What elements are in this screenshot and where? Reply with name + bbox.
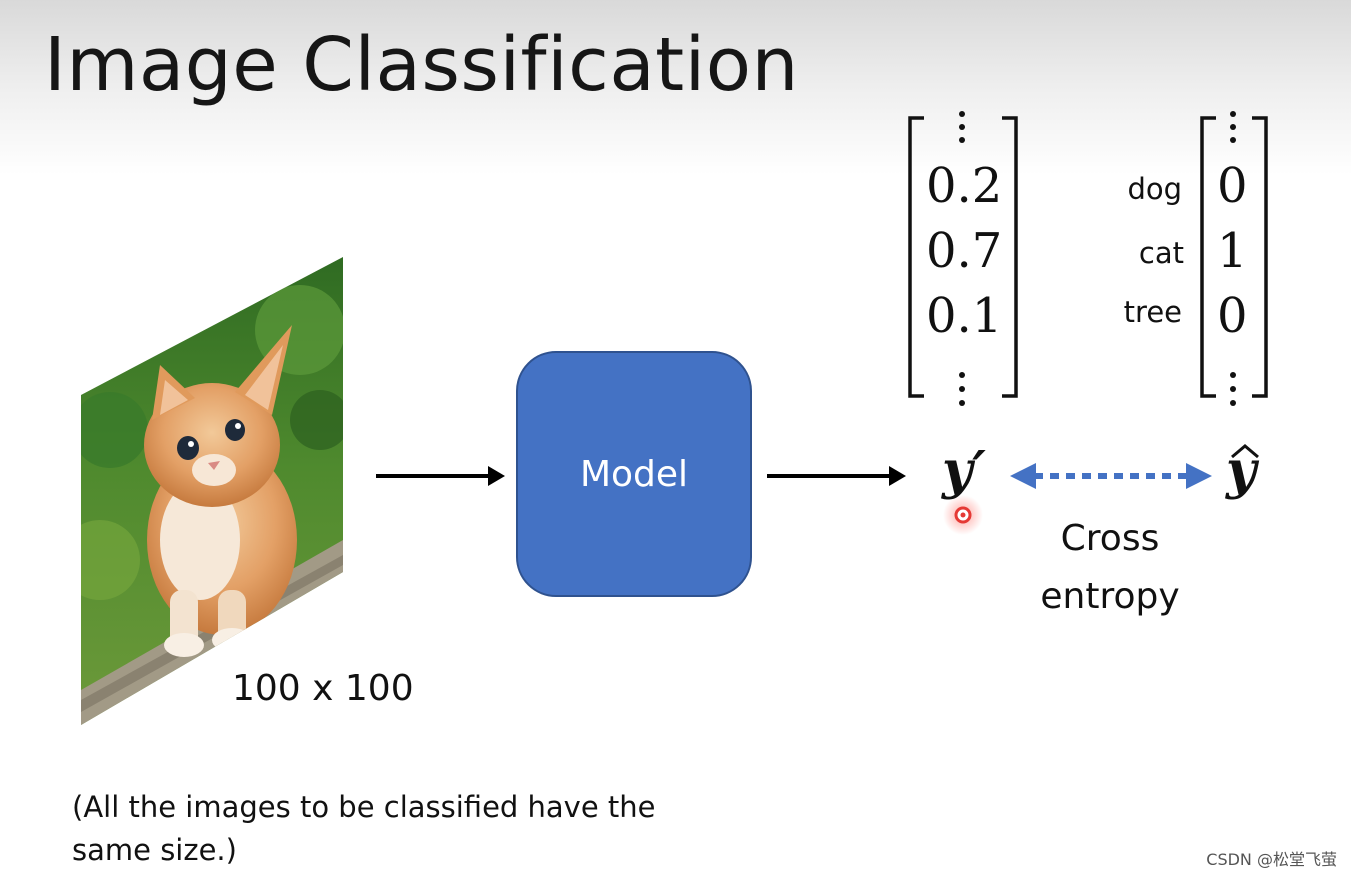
slide-title: Image Classification — [44, 22, 799, 108]
model-label: Model — [579, 453, 689, 495]
output-arrow — [767, 466, 906, 486]
cross-entropy-double-arrow — [1010, 463, 1212, 489]
watermark: CSDN @松堂飞萤 — [1206, 850, 1337, 869]
target-value: 0 — [1217, 288, 1248, 344]
class-label-cat: cat — [1138, 236, 1184, 270]
prediction-value: 0.7 — [926, 223, 1003, 279]
target-symbol: y — [1226, 440, 1257, 501]
cross-entropy-label: Cross entropy — [1020, 510, 1200, 626]
target-vector-dots — [1230, 111, 1236, 406]
laser-pointer — [943, 495, 983, 535]
model-box: Model — [516, 351, 752, 597]
prediction-symbol: y′ — [942, 440, 986, 501]
input-arrow — [376, 466, 505, 486]
note-text: (All the images to be classified have th… — [72, 790, 656, 867]
image-size-label: 100 x 100 — [232, 668, 414, 709]
target-value: 1 — [1217, 223, 1248, 279]
prediction-vector-brackets — [908, 116, 1018, 398]
class-label-dog: dog — [1127, 172, 1182, 206]
prediction-value: 0.1 — [926, 288, 1003, 344]
class-label-tree: tree — [1123, 295, 1182, 329]
prediction-vector-dots — [959, 111, 965, 406]
cross-entropy-line2: entropy — [1040, 576, 1180, 617]
prediction-value: 0.2 — [926, 158, 1003, 214]
cross-entropy-line1: Cross — [1060, 518, 1160, 559]
hat-accent — [1231, 444, 1259, 459]
target-vector-brackets — [1200, 116, 1268, 398]
target-value: 0 — [1217, 158, 1248, 214]
